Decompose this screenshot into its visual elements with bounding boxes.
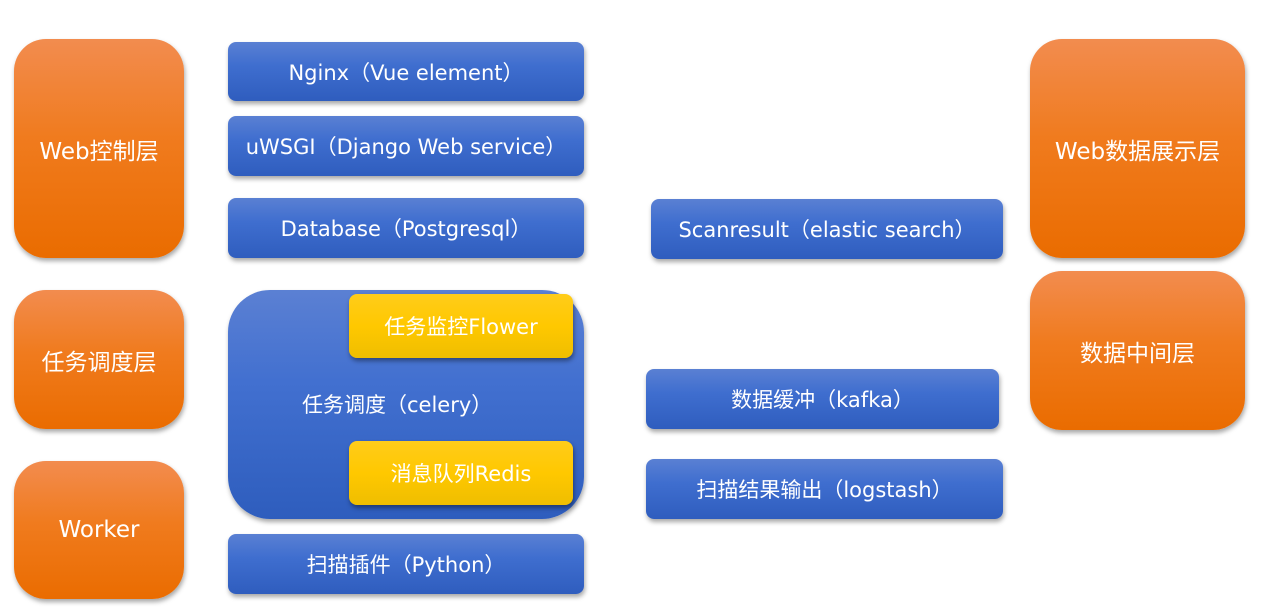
component-database: Database（Postgresql） [228,198,584,258]
component-redis: 消息队列Redis [349,441,573,505]
component-database-label: Database（Postgresql） [280,217,532,241]
layer-task-scheduling-label: 任务调度层 [41,349,157,376]
component-logstash-label: 扫描结果输出（logstash） [696,478,953,502]
component-kafka: 数据缓冲（kafka） [646,369,999,429]
layer-task-scheduling: 任务调度层 [14,290,184,429]
component-uwsgi-label: uWSGI（Django Web service） [245,135,567,159]
component-plugins-label: 扫描插件（Python） [306,553,506,577]
component-nginx-label: Nginx（Vue element） [288,60,524,85]
component-scanresult: Scanresult（elastic search） [651,199,1003,259]
layer-worker: Worker [14,461,184,599]
component-celery-label: 任务调度（celery） [302,392,493,417]
layer-data-middle-label: 数据中间层 [1080,340,1195,367]
component-logstash: 扫描结果输出（logstash） [646,459,1003,519]
layer-web-control: Web控制层 [14,39,184,258]
component-scanresult-label: Scanresult（elastic search） [678,218,976,242]
component-nginx: Nginx（Vue element） [228,42,584,101]
component-redis-label: 消息队列Redis [390,462,532,486]
layer-data-middle: 数据中间层 [1030,271,1245,430]
layer-web-control-label: Web控制层 [39,138,159,165]
layer-web-data-display: Web数据展示层 [1030,39,1245,258]
layer-web-data-display-label: Web数据展示层 [1054,138,1221,165]
component-flower-label: 任务监控Flower [384,315,538,339]
layer-worker-label: Worker [58,517,140,543]
component-flower: 任务监控Flower [349,294,573,358]
component-uwsgi: uWSGI（Django Web service） [228,116,584,176]
component-kafka-label: 数据缓冲（kafka） [731,388,914,412]
component-plugins: 扫描插件（Python） [228,534,584,594]
